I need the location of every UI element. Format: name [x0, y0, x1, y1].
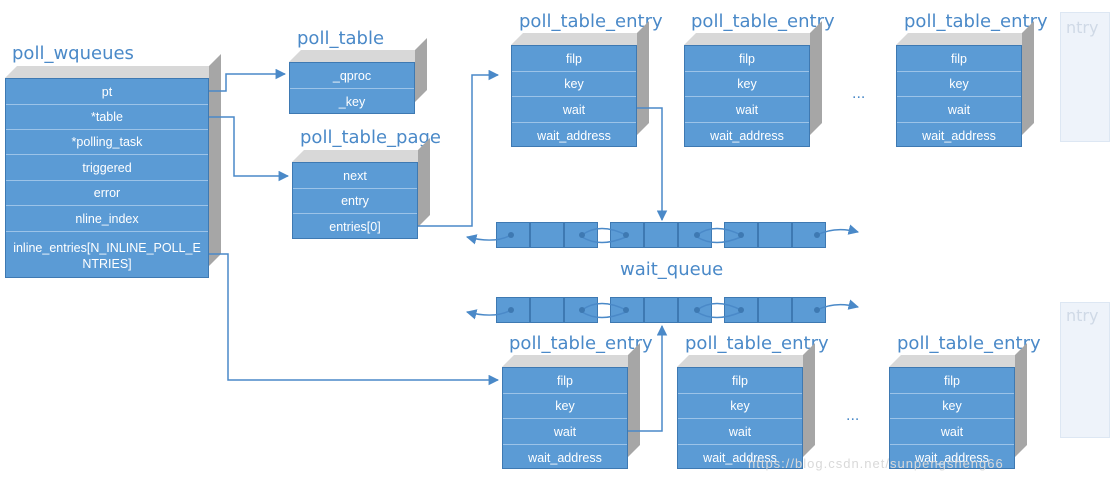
poll-wqueues-struct: pt *table *polling_task triggered error …	[5, 54, 221, 278]
faded-box-top	[1060, 12, 1110, 142]
queue-node-cell	[678, 297, 712, 323]
field-key: key	[512, 72, 636, 97]
field-wait-address: wait_address	[710, 128, 784, 143]
queue-node-cell	[610, 297, 644, 323]
poll-table-entry-top-2: filp key wait wait_address	[684, 21, 822, 147]
poll-table-page-title: poll_table_page	[300, 127, 441, 148]
field-error: error	[6, 181, 208, 206]
poll-table-entry-bottom-2: filp key wait wait_address	[677, 343, 815, 469]
field-wait: wait	[678, 419, 802, 445]
field-wait-address: wait_address	[703, 450, 777, 465]
field-pt: pt	[6, 79, 208, 105]
field-wait: wait	[685, 97, 809, 123]
field-inline-entries: inline_entries[N_INLINE_POLL_ENTRIES]	[13, 240, 201, 271]
ellipsis-top: ...	[852, 85, 866, 102]
field-nline-index: nline_index	[6, 206, 208, 232]
queue-node-cell	[678, 222, 712, 248]
field-wait: wait	[512, 97, 636, 123]
poll-table-page-struct: next entry entries[0]	[292, 138, 430, 239]
entry-title-top-2: poll_table_entry	[691, 11, 835, 32]
faded-box-bottom	[1060, 302, 1110, 438]
queue-node-cell	[496, 297, 530, 323]
field-entries-0: entries[0]	[329, 220, 381, 234]
poll-wqueues-title: poll_wqueues	[12, 43, 134, 64]
field-triggered: triggered	[6, 155, 208, 181]
field-key: key	[503, 394, 627, 419]
field-key: key	[890, 394, 1014, 419]
field-key: key	[678, 394, 802, 419]
queue-node-cell	[792, 222, 826, 248]
poll-table-entry-top-3: filp key wait wait_address	[896, 21, 1034, 147]
poll-table-struct: _qproc _key	[289, 38, 427, 114]
ellipsis-bottom: ...	[846, 407, 860, 424]
field-key: key	[685, 72, 809, 97]
queue-node-cell	[724, 222, 758, 248]
field-wait: wait	[890, 419, 1014, 445]
field-wait-address: wait_address	[922, 128, 996, 143]
entry-title-bottom-1: poll_table_entry	[509, 333, 653, 354]
field-wait-address: wait_address	[915, 450, 989, 465]
field-wait: wait	[503, 419, 627, 445]
field-filp: filp	[897, 46, 1021, 72]
watermark: https://blog.csdn.net/sunpengsheng66	[748, 456, 1004, 471]
queue-node-cell	[758, 297, 792, 323]
wait-queue-top	[496, 222, 826, 248]
queue-node-cell	[792, 297, 826, 323]
poll-table-entry-bottom-1: filp key wait wait_address	[502, 343, 640, 469]
field-next: next	[293, 163, 417, 189]
poll-table-title: poll_table	[297, 28, 385, 49]
wait-queue-bottom	[496, 297, 826, 323]
arrow-inline-to-bottom-entry	[209, 253, 500, 386]
arrow-entries-to-entry	[418, 69, 500, 227]
queue-node-cell	[496, 222, 530, 248]
entry-title-top-3: poll_table_entry	[904, 11, 1048, 32]
field-key: _key	[338, 95, 366, 109]
field-wait: wait	[897, 97, 1021, 123]
queue-node-cell	[724, 297, 758, 323]
queue-node-cell	[644, 297, 678, 323]
queue-node-cell	[644, 222, 678, 248]
field-entry: entry	[293, 189, 417, 214]
field-table: *table	[6, 105, 208, 130]
queue-node-cell	[530, 297, 564, 323]
field-filp: filp	[512, 46, 636, 72]
queue-node-cell	[610, 222, 644, 248]
queue-node-cell	[758, 222, 792, 248]
poll-table-entry-top-1: filp key wait wait_address	[511, 21, 649, 147]
field-filp: filp	[890, 368, 1014, 394]
queue-node-cell	[530, 222, 564, 248]
queue-node-cell	[564, 222, 598, 248]
poll-table-entry-bottom-3: filp key wait wait_address	[889, 343, 1027, 469]
field-filp: filp	[685, 46, 809, 72]
field-wait-address: wait_address	[537, 128, 611, 143]
field-wait-address: wait_address	[528, 450, 602, 465]
faded-label-top: ntry	[1066, 18, 1099, 37]
field-filp: filp	[503, 368, 627, 394]
field-key: key	[897, 72, 1021, 97]
faded-label-bottom: ntry	[1066, 306, 1099, 325]
field-polling-task: *polling_task	[6, 130, 208, 155]
entry-title-top-1: poll_table_entry	[519, 11, 663, 32]
field-qproc: _qproc	[290, 63, 414, 89]
field-filp: filp	[678, 368, 802, 394]
wait-queue-label: wait_queue	[620, 259, 724, 280]
entry-title-bottom-3: poll_table_entry	[897, 333, 1041, 354]
entry-title-bottom-2: poll_table_entry	[685, 333, 829, 354]
queue-node-cell	[564, 297, 598, 323]
